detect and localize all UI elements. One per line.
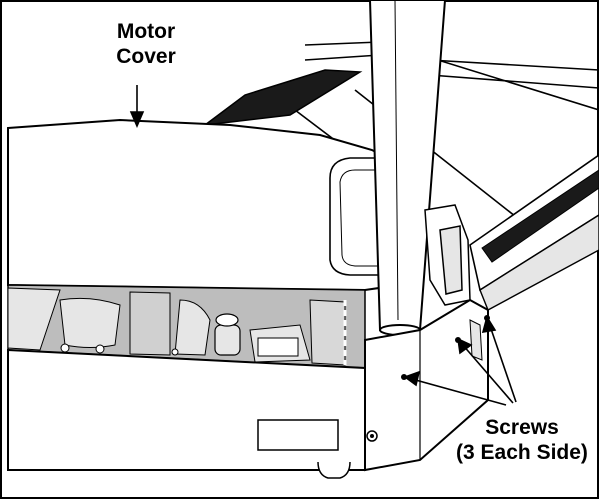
side-rail-right bbox=[469, 154, 599, 311]
upright-side-trim bbox=[424, 204, 471, 306]
motor-cover-label-line1: Motor bbox=[116, 20, 176, 43]
screw-arrowhead-1 bbox=[403, 370, 421, 387]
screw-leader-line-3 bbox=[488, 322, 517, 403]
leader-arrows bbox=[129, 85, 517, 406]
screw-arrowhead-2 bbox=[457, 337, 473, 355]
screws-label-line1: Screws bbox=[485, 416, 559, 439]
motor-cover bbox=[7, 118, 401, 292]
deck-grip-strip-left bbox=[202, 69, 363, 127]
screw-leader-line-1 bbox=[411, 378, 507, 406]
motor-cover-label-line2: Cover bbox=[116, 45, 176, 68]
screw-arrowhead-3 bbox=[481, 314, 497, 333]
motor-compartment bbox=[7, 284, 366, 369]
screws-label-line2: (3 Each Side) bbox=[456, 441, 588, 464]
motor-cover-arrowhead bbox=[129, 111, 145, 129]
motor-cover-label: Motor Cover bbox=[96, 19, 196, 69]
screw-leader-line-2 bbox=[461, 343, 514, 404]
screws-label: Screws (3 Each Side) bbox=[442, 415, 599, 465]
